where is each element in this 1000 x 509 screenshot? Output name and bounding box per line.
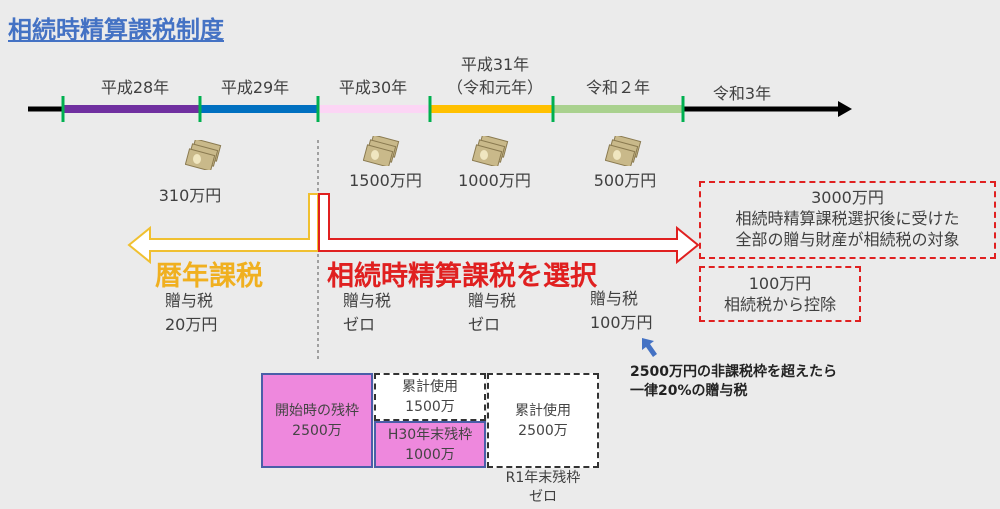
year-ticks — [61, 96, 685, 122]
r1-remaining-label: R1年末残枠 ゼロ — [487, 469, 599, 507]
h30-remaining-block: H30年末残枠 1000万 — [374, 421, 486, 468]
page-title: 相続時精算課税制度 — [8, 16, 224, 44]
note-amount: 100万円 — [748, 274, 812, 293]
callout-line: 一律20%の贈与税 — [630, 383, 748, 399]
gift-tax-label: 贈与税 — [468, 291, 517, 310]
pointer-arrow-icon — [642, 338, 657, 357]
segment-r2 — [553, 105, 683, 113]
year-label: 平成28年 — [100, 78, 170, 97]
year-label: 令和２年 — [585, 78, 650, 97]
note-amount: 3000万円 — [811, 188, 884, 207]
year-sublabel: （令和元年） — [446, 78, 543, 97]
banknotes-icon — [472, 136, 509, 166]
block-label: 累計使用 — [515, 402, 571, 419]
gift-amount: 1000万円 — [458, 171, 531, 190]
callout-line: 2500万円の非課税枠を超えたら — [630, 364, 837, 380]
calendar-tax-arrow — [127, 193, 319, 265]
used-1500-block: 累計使用 1500万 — [374, 373, 486, 421]
start-allowance-block: 開始時の残枠 2500万 — [261, 373, 373, 468]
segment-h31 — [430, 105, 553, 113]
gift-amount: 1500万円 — [349, 171, 422, 190]
gift-amount: 310万円 — [158, 186, 222, 205]
block-value: 1000万 — [405, 446, 455, 463]
gift-tax-label: 贈与税 — [165, 291, 214, 310]
banknotes-icon — [185, 140, 222, 170]
year-label: 令和3年 — [712, 84, 772, 103]
year-label: 平成31年 — [460, 55, 530, 74]
calendar-tax-label: 暦年課税 — [155, 261, 263, 292]
gift-tax-value: 20万円 — [165, 315, 218, 334]
gift-tax-value: ゼロ — [343, 315, 376, 334]
block-label: R1年末残枠 — [505, 470, 581, 486]
segment-h28 — [63, 105, 200, 113]
block-label: 開始時の残枠 — [275, 402, 359, 419]
banknotes-icon — [363, 136, 400, 166]
used-2500-block: 累計使用 2500万 — [487, 373, 599, 468]
gift-tax-value: ゼロ — [468, 315, 501, 334]
block-label: 累計使用 — [402, 379, 458, 395]
block-value: ゼロ — [529, 489, 557, 505]
note-text: 全部の贈与財産が相続税の対象 — [735, 230, 960, 249]
banknotes-icon — [605, 136, 642, 166]
block-value: 2500万 — [518, 422, 568, 439]
block-value: 1500万 — [405, 399, 455, 415]
callout-text: 2500万円の非課税枠を超えたら 一律20%の贈与税 — [630, 363, 837, 401]
year-label: 平成29年 — [220, 78, 290, 97]
note-text: 相続時精算課税選択後に受けた — [735, 209, 960, 228]
timeline-arrowhead — [838, 101, 852, 117]
block-value: 2500万 — [292, 422, 342, 439]
gift-tax-label: 贈与税 — [343, 291, 392, 310]
settlement-tax-label: 相続時精算課税を選択 — [327, 261, 597, 292]
segment-h29 — [200, 105, 318, 113]
inheritance-note-box: 3000万円 相続時精算課税選択後に受けた 全部の贈与財産が相続税の対象 — [699, 181, 996, 259]
settlement-tax-arrow — [318, 193, 700, 265]
note-text: 相続税から控除 — [723, 295, 836, 314]
gift-tax-label: 贈与税 — [590, 289, 639, 308]
gift-tax-value: 100万円 — [590, 313, 653, 332]
segment-h30 — [318, 105, 430, 113]
deduction-note-box: 100万円 相続税から控除 — [699, 266, 861, 322]
block-label: H30年末残枠 — [387, 426, 473, 443]
gift-amount: 500万円 — [593, 171, 657, 190]
year-label: 平成30年 — [338, 78, 408, 97]
